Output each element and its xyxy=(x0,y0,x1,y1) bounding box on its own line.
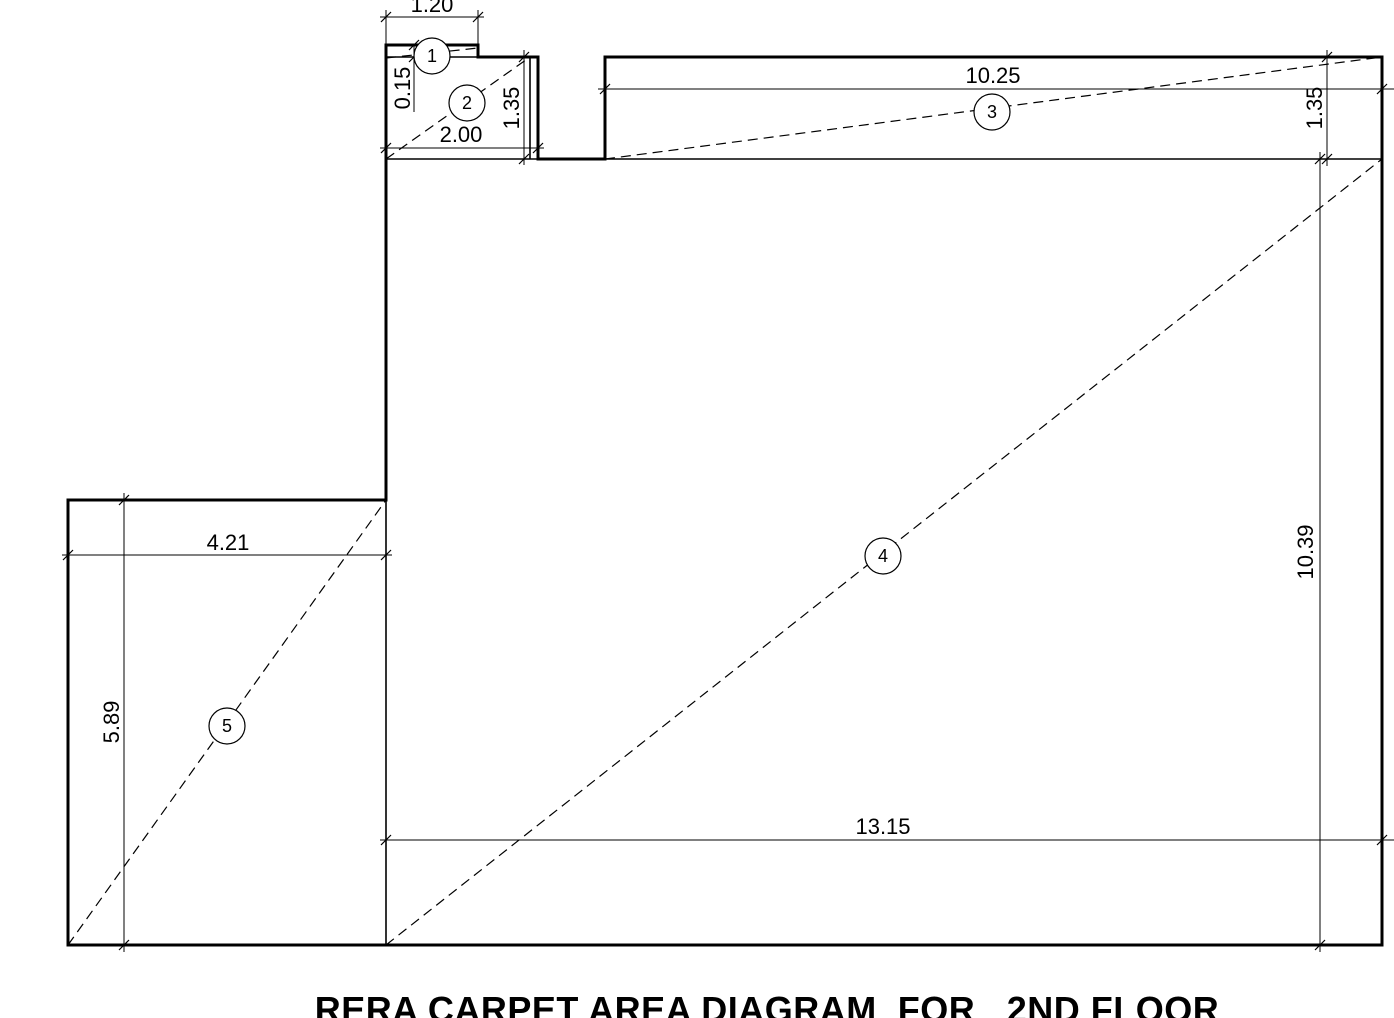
dim-13-15: 13.15 xyxy=(380,814,1394,846)
dim-1-35-left: 1.35 xyxy=(499,50,530,165)
area-tag-2: 2 xyxy=(448,84,486,122)
diagram-title: RERA CARPET AREA DIAGRAM FOR 2ND FLOOR xyxy=(315,989,1220,1018)
svg-text:3: 3 xyxy=(987,102,997,122)
area-tag-3: 3 xyxy=(973,93,1011,131)
dim-label-1-20: 1.20 xyxy=(411,0,454,17)
diagonal-area-4 xyxy=(385,158,1383,946)
dim-0-15: 0.15 xyxy=(390,39,420,112)
dim-10-25: 10.25 xyxy=(598,63,1394,95)
dim-label-5-89: 5.89 xyxy=(99,701,124,744)
area-tag-4: 4 xyxy=(864,537,902,575)
dim-label-1-35-left: 1.35 xyxy=(499,87,524,130)
dim-1-35-right: 1.35 xyxy=(1302,50,1333,166)
dim-label-0-15: 0.15 xyxy=(390,67,415,110)
dim-label-4-21: 4.21 xyxy=(207,530,250,555)
dim-4-21: 4.21 xyxy=(62,530,392,561)
area-tag-1: 1 xyxy=(413,37,451,75)
dim-5-89: 5.89 xyxy=(99,493,130,952)
area-tag-5: 5 xyxy=(208,707,246,745)
dim-label-1-35-right: 1.35 xyxy=(1302,87,1327,130)
partition-line-small xyxy=(386,56,531,159)
dim-label-10-25: 10.25 xyxy=(965,63,1020,88)
svg-text:4: 4 xyxy=(878,546,888,566)
dim-label-10-39: 10.39 xyxy=(1293,524,1318,579)
dim-1-20: 1.20 xyxy=(380,0,484,46)
dim-label-2-00: 2.00 xyxy=(440,122,483,147)
svg-text:5: 5 xyxy=(222,716,232,736)
dim-2-00: 2.00 xyxy=(380,122,544,154)
dim-10-39: 10.39 xyxy=(1293,152,1326,952)
dim-label-13-15: 13.15 xyxy=(855,814,910,839)
svg-text:2: 2 xyxy=(462,93,472,113)
svg-text:1: 1 xyxy=(427,46,437,66)
outer-boundary xyxy=(66,43,1384,947)
